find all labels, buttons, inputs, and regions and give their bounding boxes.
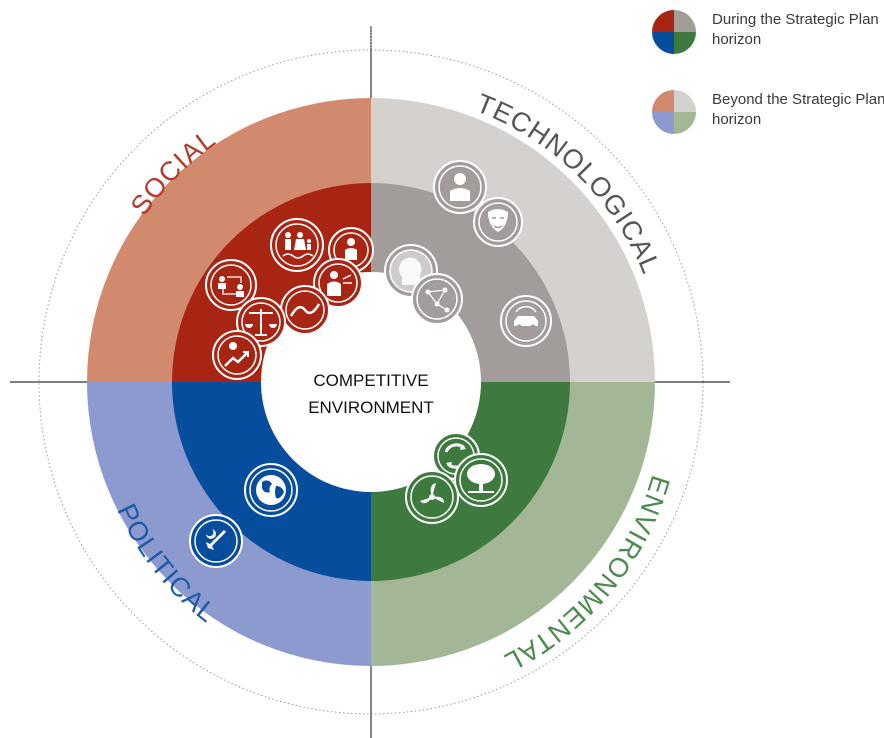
handshake-icon xyxy=(280,285,330,335)
speaking-icon xyxy=(313,258,363,308)
legend-beyond-label: Beyond the Strategic Plan horizon xyxy=(712,91,884,128)
anonymous-mask-icon xyxy=(473,197,523,247)
center-label-line2: ENVIRONMENT xyxy=(308,398,434,417)
legend-during: During the Strategic Plan horizon xyxy=(652,10,884,54)
windmill-icon xyxy=(405,470,459,524)
network-nodes-icon xyxy=(411,273,463,325)
globe-icon xyxy=(244,463,298,517)
center-label-line1: COMPETITIVE xyxy=(313,371,428,390)
network-icon xyxy=(205,259,257,311)
legend-beyond: Beyond the Strategic Plan horizon xyxy=(652,90,884,134)
family-icon xyxy=(270,218,324,272)
legend-during-label: During the Strategic Plan horizon xyxy=(712,11,879,48)
connected-car-icon xyxy=(500,295,552,347)
space-shuttle-icon xyxy=(189,514,243,568)
robot-icon xyxy=(433,160,487,214)
legend-beyond-swatch xyxy=(652,90,696,134)
tree-icon xyxy=(454,453,508,507)
legend-during-swatch xyxy=(652,10,696,54)
growth-icon xyxy=(212,330,262,380)
